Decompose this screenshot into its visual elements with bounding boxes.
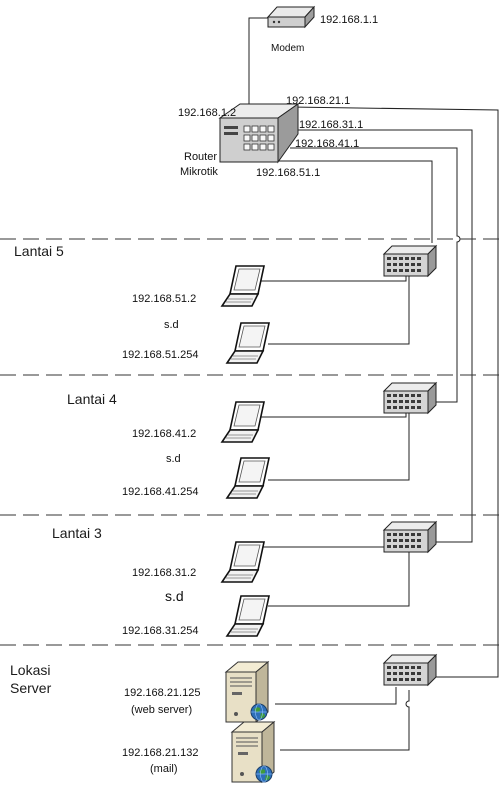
lantai-4-range-end: 192.168.41.254 bbox=[122, 486, 198, 498]
lantai-5-range-sep: s.d bbox=[164, 319, 179, 331]
web-server-role: (web server) bbox=[131, 704, 192, 716]
cable-port-21 bbox=[289, 106, 499, 678]
web-server-globe-icon bbox=[250, 703, 268, 721]
server-area-title-line1: Lokasi bbox=[10, 662, 50, 678]
router-mikrotik-device bbox=[218, 103, 300, 164]
lantai-4-laptop-1 bbox=[221, 401, 265, 443]
lantai-3-laptop-2-cable bbox=[268, 552, 410, 607]
lantai-3-range-end: 192.168.31.254 bbox=[122, 625, 198, 637]
router-port-31-label: 192.168.31.1 bbox=[299, 119, 363, 131]
mail-server-cable bbox=[280, 690, 410, 751]
router-port-21-label: 192.168.21.1 bbox=[286, 95, 350, 107]
mail-server-role: (mail) bbox=[150, 763, 178, 775]
lantai-5-laptop-2-cable bbox=[268, 276, 410, 345]
lantai-5-range-start: 192.168.51.2 bbox=[132, 293, 196, 305]
lantai-5-laptop-2 bbox=[226, 322, 270, 364]
lantai-3-range-start: 192.168.31.2 bbox=[132, 567, 196, 579]
modem-ip-label: 192.168.1.1 bbox=[320, 14, 378, 26]
lantai-4-range-sep: s.d bbox=[166, 453, 181, 465]
router-label-line2: Mikrotik bbox=[180, 166, 218, 178]
web-server-ip: 192.168.21.125 bbox=[124, 687, 200, 699]
modem-label: Modem bbox=[271, 43, 304, 54]
web-server-cable bbox=[275, 687, 397, 705]
mail-server-ip: 192.168.21.132 bbox=[122, 747, 198, 759]
lantai-3-switch bbox=[383, 521, 437, 553]
router-wan-ip-label: 192.168.1.2 bbox=[178, 107, 236, 119]
lantai-4-laptop-2 bbox=[226, 457, 270, 499]
cable-port-31 bbox=[296, 129, 473, 543]
lantai-4-laptop-2-cable bbox=[268, 412, 410, 481]
lantai-3-laptop-2 bbox=[226, 595, 270, 637]
lantai-4-title: Lantai 4 bbox=[67, 391, 117, 407]
server-switch bbox=[383, 654, 437, 686]
lantai-4-range-start: 192.168.41.2 bbox=[132, 428, 196, 440]
server-area-title-line2: Server bbox=[10, 680, 52, 696]
lantai-3-title: Lantai 3 bbox=[52, 525, 102, 541]
router-label-line1: Router bbox=[184, 151, 217, 163]
lantai-3-laptop-1 bbox=[221, 541, 265, 583]
lantai-5-laptop-1 bbox=[221, 265, 265, 307]
cable-port-51 bbox=[265, 160, 433, 243]
lantai-5-range-end: 192.168.51.254 bbox=[122, 349, 198, 361]
modem-device bbox=[266, 5, 316, 29]
cable-port-41 bbox=[290, 147, 461, 403]
lantai-5-title: Lantai 5 bbox=[14, 243, 64, 259]
router-port-51-label: 192.168.51.1 bbox=[256, 167, 320, 179]
lantai-3-range-sep: s.d bbox=[165, 588, 184, 604]
lantai-5-switch bbox=[383, 245, 437, 277]
mail-server-globe-icon bbox=[255, 765, 273, 783]
router-port-41-label: 192.168.41.1 bbox=[295, 138, 359, 150]
lantai-4-switch bbox=[383, 382, 437, 414]
modem-uplink-cable bbox=[248, 17, 279, 112]
